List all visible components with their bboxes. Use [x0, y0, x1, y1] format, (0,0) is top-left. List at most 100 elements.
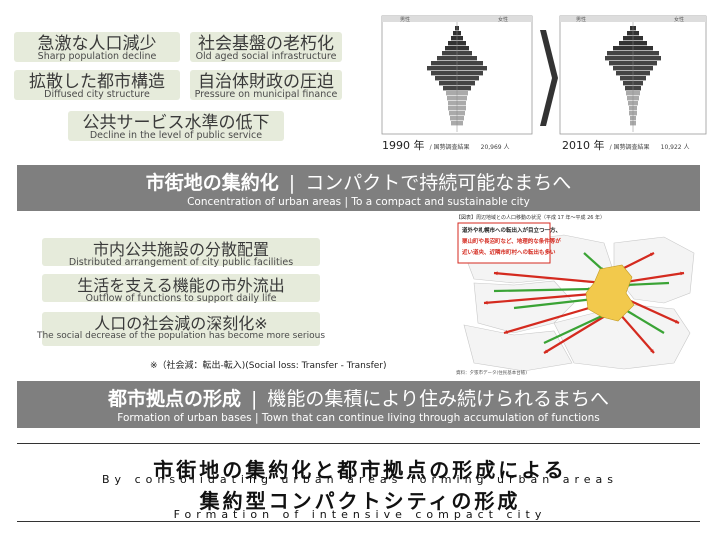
- pyramid-bar: [633, 61, 657, 66]
- tag-en: Distributed arrangement of city public f…: [68, 257, 294, 268]
- map-header: 【図表】周辺地域との人口移動の状況（平成 17 年～平成 26 年）: [456, 214, 605, 221]
- arrow-head: [650, 349, 654, 353]
- pyramid-bar: [633, 96, 639, 101]
- pyramid-bar: [455, 26, 457, 31]
- pyramid-bar: [633, 71, 650, 76]
- pyramid-bar: [457, 111, 465, 116]
- tag-jp: 急激な人口減少: [37, 34, 157, 54]
- pyramid-bar: [633, 36, 643, 41]
- pyramid-bar: [629, 106, 633, 111]
- pyramid-1990-year: 1990 年: [382, 139, 425, 152]
- banner-title: 都市拠点の形成|機能の集積により住み続けられるまちへ: [17, 381, 700, 412]
- pyramid-bar: [445, 46, 457, 51]
- pyramid-bar: [620, 76, 633, 81]
- pyramid-bar: [625, 86, 633, 91]
- pyramid-bar: [457, 86, 471, 91]
- pyramid-bar: [457, 31, 461, 36]
- pyramid-bar: [633, 106, 637, 111]
- problem-tag-diffused-structure: 拡散した都市構造 Diffused city structure: [14, 70, 180, 100]
- pyramid-bar: [457, 106, 466, 111]
- chevron-right-icon: [540, 30, 558, 126]
- migration-arrow: [618, 312, 655, 354]
- migration-arrow: [543, 314, 605, 344]
- pyramid-bar: [623, 81, 633, 86]
- pyramid-bar: [633, 81, 643, 86]
- pyramid-1990: 男性 女性: [381, 15, 533, 135]
- migration-arrow: [543, 312, 611, 354]
- arrow-head: [504, 330, 508, 334]
- tag-jp: 公共サービス水準の低下: [82, 113, 270, 133]
- social-loss-note: ※（社会減：転出-転入)(Social loss: Transfer - Tra…: [150, 361, 387, 371]
- pyramid-bar: [457, 56, 477, 61]
- tag-en: Old aged social infrastructure: [195, 51, 337, 62]
- yubari-city-region: [585, 264, 635, 322]
- pyramid-bar: [457, 41, 466, 46]
- pyramid-bar: [457, 26, 459, 31]
- pyramid-bar: [448, 106, 457, 111]
- pyramid-bar: [633, 26, 636, 31]
- arrow-head: [494, 271, 498, 276]
- migration-arrow: [483, 291, 605, 305]
- pyramid-bar: [447, 96, 457, 101]
- migration-map: 【図表】周辺地域との人口移動の状況（平成 17 年～平成 26 年） 道外や札幌…: [454, 213, 700, 377]
- map-callout-line2: 栗山町や長沼町など、地理的な条件等が: [462, 237, 561, 245]
- pyramid-bar: [607, 51, 633, 56]
- pyramid-bar: [457, 71, 483, 76]
- pyramid-2010-total: 10,922 人: [660, 144, 690, 151]
- tag-en: Sharp population decline: [37, 51, 157, 62]
- map-callout-line1: 道外や札幌市への転出入が目立つ一方、: [462, 226, 561, 234]
- banner-separator: |: [250, 388, 258, 410]
- pyramid-bar: [457, 116, 464, 121]
- banner-title-bold: 市街地の集約化: [145, 172, 279, 194]
- pyramid-bar: [448, 101, 457, 106]
- banner-concentration: 市街地の集約化|コンパクトで持続可能なまちへ Concentration of …: [17, 165, 700, 211]
- pyramid-bar: [633, 51, 659, 56]
- problem-tag-population-decline: 急激な人口減少 Sharp population decline: [14, 32, 180, 62]
- population-pyramids: 男性 女性 男性 女性: [381, 15, 707, 135]
- pyramid-header-left: 男性: [400, 16, 410, 23]
- pyramid-bar: [627, 31, 633, 36]
- tag-jp: 市内公共施設の分散配置: [92, 240, 269, 259]
- pyramid-bar: [609, 61, 633, 66]
- pyramid-bar: [457, 91, 468, 96]
- pyramid-bar: [613, 66, 633, 71]
- pyramid-header-right: 女性: [498, 16, 508, 23]
- tag-jp: 生活を支える機能の市外流出: [77, 276, 285, 295]
- pyramid-bar: [630, 26, 633, 31]
- pyramid-bar: [457, 101, 466, 106]
- pyramid-bar: [457, 76, 479, 81]
- pyramid-bar: [633, 91, 640, 96]
- pyramid-bar: [626, 91, 633, 96]
- problem-tag-public-service: 公共サービス水準の低下 Decline in the level of publ…: [68, 111, 284, 141]
- pyramid-bar: [449, 111, 457, 116]
- pyramid-bar: [453, 31, 457, 36]
- pyramid-bar: [633, 111, 637, 116]
- issue-tag-outflow: 生活を支える機能の市外流出 Outflow of functions to su…: [42, 274, 320, 304]
- tag-jp: 拡散した都市構造: [29, 72, 165, 92]
- issue-tag-social-decrease: 人口の社会減の深刻化※ The social decrease of the p…: [37, 312, 325, 346]
- pyramid-bar: [443, 86, 457, 91]
- pyramid-bar: [435, 76, 457, 81]
- pyramid-bar: [457, 66, 487, 71]
- pyramid-bar: [633, 46, 653, 51]
- banner-subtitle: Concentration of urban areas | To a comp…: [187, 196, 530, 208]
- arrow-head: [484, 300, 488, 305]
- pyramid-bar: [629, 111, 633, 116]
- banner-title: 市街地の集約化|コンパクトで持続可能なまちへ: [17, 165, 700, 196]
- tag-jp: 社会基盤の老朽化: [198, 34, 334, 54]
- pyramid-2010-year: 2010 年: [562, 139, 605, 152]
- pyramid-bar: [451, 36, 457, 41]
- pyramid-bar: [457, 51, 472, 56]
- pyramid-bar: [633, 31, 639, 36]
- pyramid-bar: [616, 71, 633, 76]
- pyramid-bar: [630, 116, 633, 121]
- arrow-head: [650, 252, 654, 257]
- migration-arrow: [623, 296, 680, 325]
- map-source: 資料：夕張市データ(住民基本台帳): [456, 369, 527, 376]
- arrow-head: [680, 271, 684, 276]
- banner-urban-bases: 都市拠点の形成|機能の集積により住み続けられるまちへ Formation of …: [17, 381, 700, 428]
- pyramid-bar: [619, 41, 633, 46]
- pyramid-bar: [633, 41, 647, 46]
- problem-tag-municipal-finance: 自治体財政の圧迫 Pressure on municipal finance: [190, 70, 342, 100]
- banner-subtitle: Formation of urban bases | Town that can…: [117, 412, 600, 424]
